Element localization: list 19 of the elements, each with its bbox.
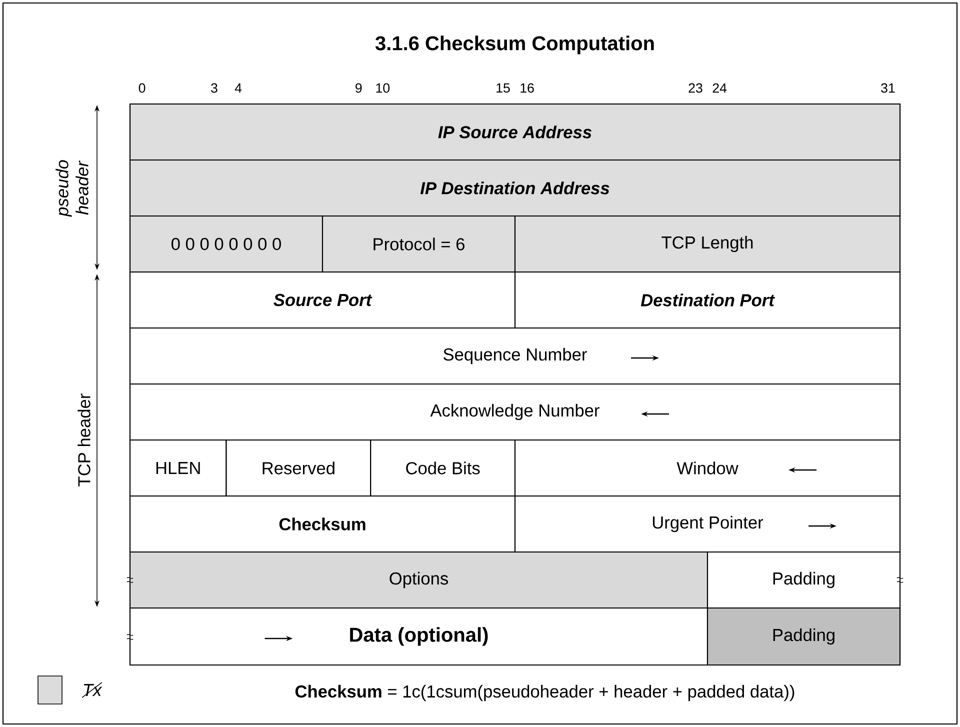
header-field: Data (optional): [129, 607, 708, 666]
header-field: Options: [129, 551, 708, 609]
header-field: Reserved: [226, 439, 372, 497]
header-field: Destination Port: [514, 271, 901, 329]
formula-note: Checksum = 1c(1csum(pseudoheader + header + padded data)): [295, 684, 794, 702]
title: 3.1.6 Checksum Computation: [375, 36, 654, 54]
header-field: HLEN: [129, 439, 227, 497]
header-field: Urgent Pointer: [514, 495, 901, 553]
header-field: Padding: [706, 551, 901, 609]
header-field: Sequence Number: [129, 327, 901, 385]
header-field: Protocol = 6: [322, 215, 516, 273]
bracket-label: TCP header: [76, 392, 92, 488]
header-field: IP Source Address: [129, 103, 901, 161]
bracket-label: pseudo header: [56, 160, 88, 217]
header-field: 0 0 0 0 0 0 0 0: [129, 215, 324, 273]
header-field: TCP Length: [514, 215, 901, 273]
header-field: Code Bits: [370, 439, 516, 497]
header-field: Padding: [706, 607, 901, 666]
header-field: Source Port: [129, 271, 516, 329]
